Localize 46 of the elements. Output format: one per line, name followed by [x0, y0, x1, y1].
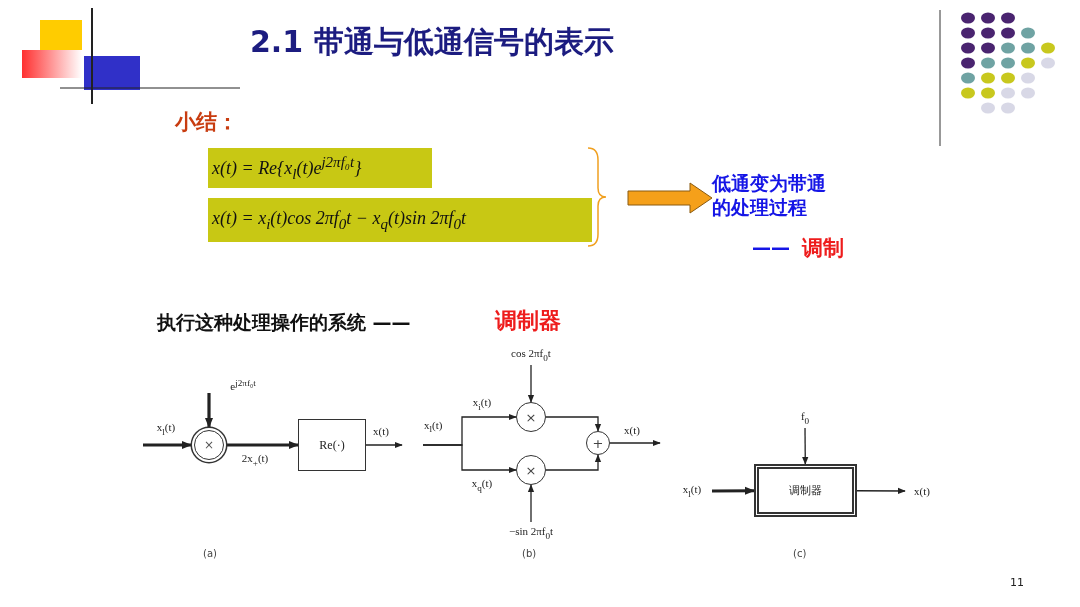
arrow: [856, 487, 906, 495]
panel-label: (c): [793, 548, 807, 559]
formula-box: x(t) = x$_{i}$(t)cos 2πf$_{0}$t − x$_{q}$(t)sin 2πf$_{0}$t: [208, 198, 592, 242]
edge-label: f$_{0}$: [799, 410, 811, 426]
edge-label: e$^{j2πf₀t}$: [229, 377, 257, 393]
arrow: [802, 427, 809, 465]
modulator-block: 调制器: [754, 464, 857, 517]
arrow: [527, 364, 535, 403]
operator-circle: ×: [516, 455, 546, 485]
operator-circle: +: [586, 431, 610, 455]
section-heading: 小结：: [175, 109, 238, 136]
edge-label: −sin 2πf$_{0}$t: [507, 525, 555, 541]
edge-label: x(t): [372, 424, 390, 438]
edge-label: x$_{i}$(t): [471, 396, 493, 412]
page-number: 11: [1010, 576, 1024, 589]
panel-label: (b): [522, 548, 537, 559]
edge-label: x(t): [913, 484, 931, 498]
arrow: [227, 441, 299, 449]
emphasis-text: 调制: [802, 235, 844, 262]
function-block: Re(·): [298, 419, 366, 471]
arrow: [365, 441, 403, 449]
edge-label: x$_{l}$(t): [681, 483, 703, 499]
formula-box: x(t) = Re{x$_{l}$(t)e$^{j2πf₀t}$}: [208, 148, 432, 188]
signal-label: x$_{l}$(t): [424, 419, 443, 435]
arrow: [143, 441, 192, 449]
description-text: 执行这种处理操作的系统 ——: [157, 310, 411, 335]
arrow: [527, 484, 535, 523]
arrow: [609, 439, 661, 447]
edge-label: x$_{q}$(t): [470, 477, 494, 493]
edge-label: x(t): [623, 423, 641, 437]
arrow: [422, 444, 517, 474]
dash-text: ——: [752, 236, 790, 258]
panel-label: (a): [203, 548, 217, 559]
block-arrow: [627, 182, 713, 214]
arrow: [545, 454, 602, 471]
arrow: [205, 393, 213, 428]
slide-title: 2.1 带通与低通信号的表示: [250, 23, 614, 61]
multiplier-circle: ×: [194, 430, 224, 460]
edge-label: 2x$_{+}$(t): [240, 452, 270, 468]
emphasis-text: 调制器: [495, 307, 561, 335]
operator-circle: ×: [516, 402, 546, 432]
arrow: [712, 486, 755, 495]
edge-label: x$_{l}$(t): [155, 421, 177, 437]
edge-label: cos 2πf$_{0}$t: [510, 347, 552, 363]
arrow: [545, 416, 602, 432]
note-text: 低通变为带通的处理过程: [712, 168, 838, 224]
